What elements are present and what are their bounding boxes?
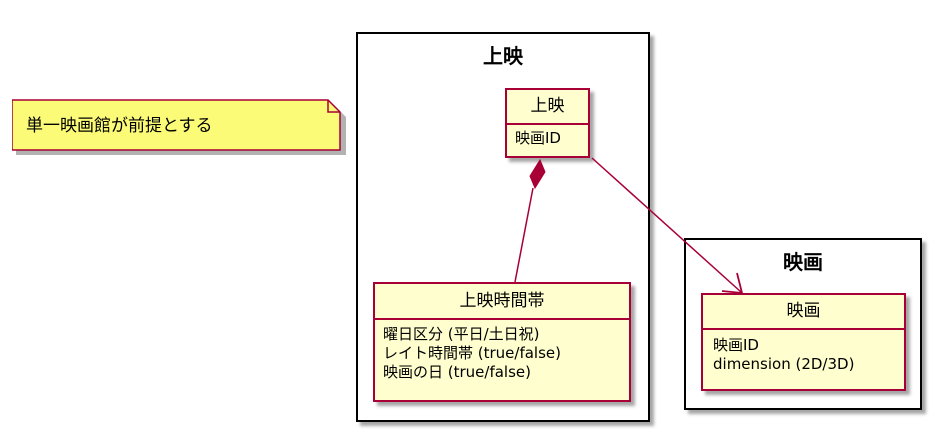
class-movie-name: 映画 [703,295,904,330]
class-screening-attrs: 映画ID [507,125,588,152]
class-movie-attrs: 映画ID dimension (2D/3D) [703,330,904,378]
class-screening-time-slot-name: 上映時間帯 [375,284,629,320]
association-line [591,157,742,293]
note-text: 単一映画館が前提とする [26,116,213,136]
class-screening-name: 上映 [507,90,588,125]
class-screening-time-slot-attrs: 曜日区分 (平日/土日祝) レイト時間帯 (true/false) 映画の日 (… [375,320,629,386]
class-movie: 映画 映画ID dimension (2D/3D) [701,293,906,391]
class-screening: 上映 映画ID [505,88,590,158]
note: 単一映画館が前提とする [12,99,346,155]
class-attribute: dimension (2D/3D) [713,355,855,373]
note-shape [12,99,346,155]
class-attribute: 曜日区分 (平日/土日祝) [383,325,540,343]
composition-line [514,187,534,283]
class-screening-time-slot: 上映時間帯 曜日区分 (平日/土日祝) レイト時間帯 (true/false) … [373,282,631,402]
class-attribute: 映画ID [713,336,759,354]
composition-diamond [529,158,546,190]
class-attribute: レイト時間帯 (true/false) [383,344,561,362]
class-attribute: 映画ID [515,129,561,147]
package-movie-title: 映画 [783,250,823,274]
package-screening-title: 上映 [483,44,523,68]
class-attribute: 映画の日 (true/false) [383,363,531,381]
association-arrowhead [721,272,744,295]
